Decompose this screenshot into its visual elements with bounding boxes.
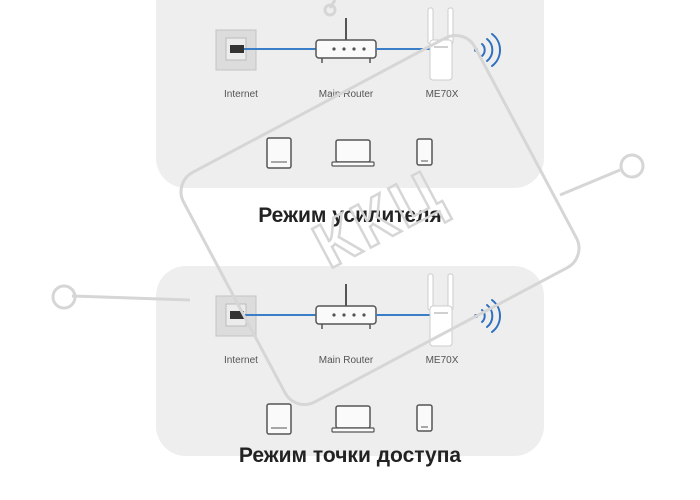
- router-label: Main Router: [318, 355, 374, 366]
- client-laptop-icon: [331, 139, 375, 167]
- wifi-signal-icon: [474, 299, 501, 333]
- client-phone-icon: [416, 138, 433, 166]
- internet-label: Internet: [224, 355, 258, 366]
- extender-label: ME70X: [425, 89, 459, 100]
- client-tablet-icon: [266, 403, 292, 435]
- extender-label: ME70X: [425, 355, 459, 366]
- client-laptop-icon: [331, 405, 375, 433]
- mode-title-access-point: Режим точки доступа: [238, 444, 462, 467]
- router-label: Main Router: [318, 89, 374, 100]
- router-icon: [315, 18, 377, 63]
- extender-device-icon: [427, 273, 454, 347]
- client-tablet-icon: [266, 137, 292, 169]
- extender-device-icon: [427, 7, 454, 81]
- router-icon: [315, 284, 377, 329]
- internet-label: Internet: [224, 89, 258, 100]
- client-phone-icon: [416, 404, 433, 432]
- mode-title-repeater: Режим усилителя: [258, 204, 442, 227]
- wifi-signal-icon: [474, 33, 501, 67]
